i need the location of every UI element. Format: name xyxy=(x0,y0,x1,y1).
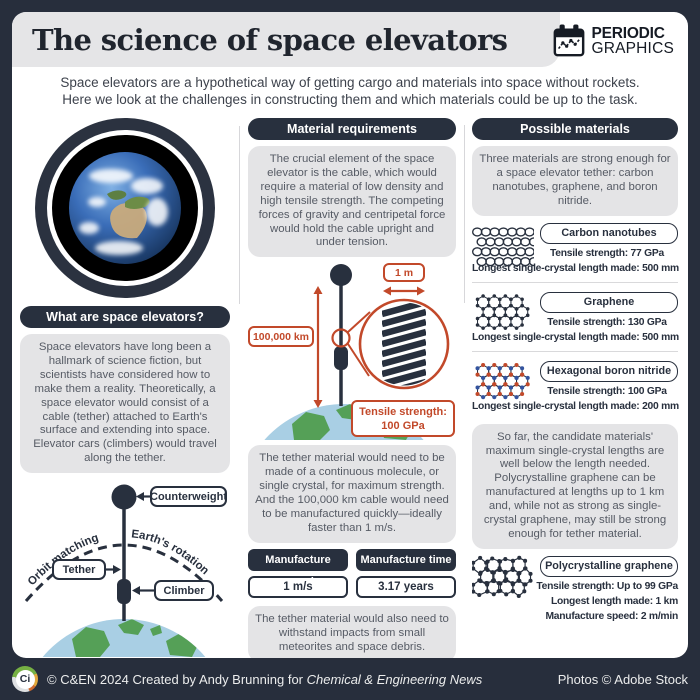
material-longest-length: Longest single-crystal length made: 500 … xyxy=(472,331,679,343)
section-header-possible-materials: Possible materials xyxy=(472,118,678,140)
manufacture-speed-value: 1 m/s xyxy=(248,575,348,598)
possible-materials-intro: Three materials are strong enough for a … xyxy=(472,146,678,216)
brand-line-1: PERIODIC xyxy=(591,25,665,42)
what-are-space-elevators-body: Space elevators have long been a hallmar… xyxy=(20,334,230,474)
brand-line-2: GRAPHICS xyxy=(591,40,674,57)
row-divider xyxy=(472,350,678,352)
earth-illustration xyxy=(42,619,206,658)
manufacture-table: Manufacture speed 1 m/s Manufacture time… xyxy=(248,548,456,598)
earth-photo-frame xyxy=(35,118,215,298)
material-manufacture-speed: Manufacture speed: 2 m/min xyxy=(545,610,678,622)
intro-text: Space elevators are a hypothetical way o… xyxy=(12,74,688,108)
credit-text: © C&EN 2024 Created by Andy Brunning for… xyxy=(47,671,483,687)
row-divider xyxy=(472,281,678,283)
climber-label: Climber xyxy=(154,580,214,602)
orbit-label-right: Earth's rotation xyxy=(131,528,211,577)
tether-label: Tether xyxy=(52,559,106,581)
cable-length-label: 100,000 km xyxy=(248,326,314,348)
material-name-badge: Graphene xyxy=(540,291,678,313)
manufacture-speed-header: Manufacture speed xyxy=(248,548,348,588)
ci-logo-text: Ci xyxy=(15,669,35,689)
intro-line-1: Space elevators are a hypothetical way o… xyxy=(60,75,640,90)
material-name-badge: Polycrystalline graphene xyxy=(540,555,678,577)
material-row-carbon-nanotubes: Carbon nanotubes Tensile strength: 77 GP… xyxy=(472,216,679,280)
climber-car xyxy=(117,579,131,605)
column-divider xyxy=(239,126,240,304)
section-header-material-requirements: Material requirements xyxy=(248,118,456,140)
material-tensile-strength: Tensile strength: Up to 99 GPa xyxy=(536,580,678,592)
counterweight-label: Counterweight xyxy=(150,486,227,508)
tensile-strength-label: Tensile strength: 100 GPa xyxy=(351,400,455,438)
boron-nitride-lattice-icon xyxy=(472,362,534,407)
counterweight-ball xyxy=(111,484,137,510)
cable-dimensions-diagram: 100,000 km 1 m Tensile strength: 100 GPa xyxy=(248,262,456,441)
page-title: The science of space elevators xyxy=(32,22,508,57)
polycrystalline-graphene-icon xyxy=(471,555,534,611)
column-what-are-space-elevators: What are space elevators? Space elevator… xyxy=(20,118,230,658)
material-name-badge: Carbon nanotubes xyxy=(540,222,678,244)
material-row-graphene: Graphene Tensile strength: 130 GPa Longe… xyxy=(472,285,679,349)
material-name-badge: Hexagonal boron nitride xyxy=(540,360,678,382)
column-possible-materials: Possible materials Three materials are s… xyxy=(471,118,679,650)
candidate-materials-note: So far, the candidate materials' maximum… xyxy=(472,423,678,549)
material-row-polycrystalline-graphene: Polycrystalline graphene Tensile strengt… xyxy=(471,549,678,628)
orbit-arc xyxy=(24,543,224,603)
photo-credit: Photos © Adobe Stock xyxy=(557,671,688,687)
footer: Ci © C&EN 2024 Created by Andy Brunning … xyxy=(12,658,688,700)
carbon-nanotube-icon xyxy=(472,225,540,269)
periodic-graphics-logo: PERIODIC GRAPHICS xyxy=(552,23,674,59)
svg-text:Earth's rotation: Earth's rotation xyxy=(131,528,211,577)
intro-line-2: Here we look at the challenges in constr… xyxy=(62,92,638,107)
column-material-requirements: Material requirements The crucial elemen… xyxy=(248,118,456,658)
space-elevator-diagram: Orbit matching Earth's rotation xyxy=(20,479,230,658)
manufacture-time-header: Manufacture time xyxy=(356,548,456,571)
material-tensile-strength: Tensile strength: 100 GPa xyxy=(547,385,667,397)
column-divider xyxy=(464,125,465,303)
compound-interest-logo: Ci xyxy=(12,666,38,692)
calendar-chart-icon xyxy=(554,24,585,57)
label-arrows xyxy=(106,495,154,592)
counterweight-ball xyxy=(330,264,352,287)
climber-car xyxy=(334,346,348,371)
material-longest-length: Longest single-crystal length made: 500 … xyxy=(472,262,679,274)
material-longest-length: Longest length made: 1 km xyxy=(550,595,678,607)
material-tensile-strength: Tensile strength: 130 GPa xyxy=(547,316,667,328)
zoom-source-circle xyxy=(331,328,351,348)
tether-manufacture-body: The tether material would need to be mad… xyxy=(248,445,456,543)
cable-width-label: 1 m xyxy=(383,263,425,283)
graphene-lattice-icon xyxy=(472,293,534,338)
manufacture-time-value: 3.17 years xyxy=(356,575,456,598)
title-band: The science of space elevators xyxy=(12,12,560,67)
material-tensile-strength: Tensile strength: 77 GPa xyxy=(550,247,664,259)
earth-photo xyxy=(69,152,181,264)
material-longest-length: Longest single-crystal length made: 200 … xyxy=(472,400,679,412)
impact-resistance-body: The tether material would also need to w… xyxy=(248,605,456,658)
material-requirements-body: The crucial element of the space elevato… xyxy=(248,146,456,258)
content-card: The science of space elevators PERIODIC … xyxy=(12,12,688,658)
material-row-boron-nitride: Hexagonal boron nitride Tensile strength… xyxy=(472,354,679,418)
section-header-what-are-space-elevators: What are space elevators? xyxy=(20,306,230,328)
space-elevator-diagram-art: Orbit matching Earth's rotation xyxy=(24,484,224,658)
